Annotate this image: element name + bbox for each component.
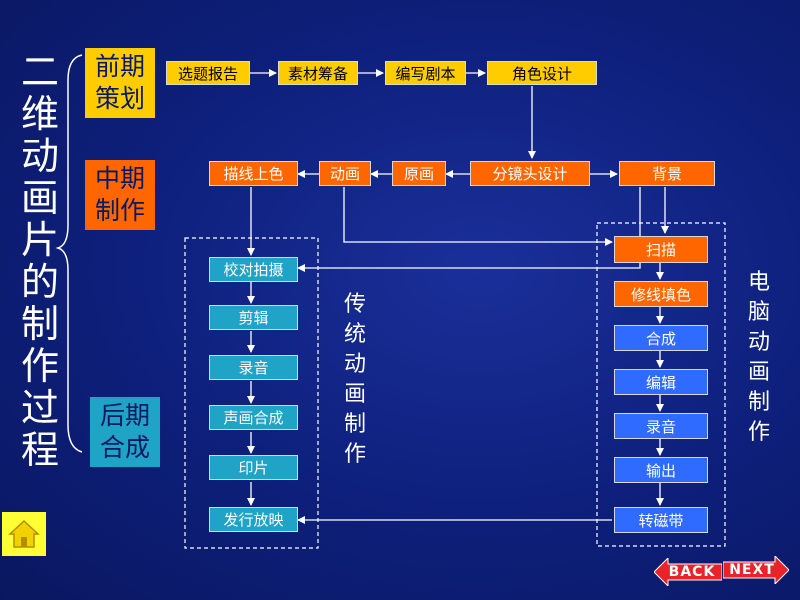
home-icon — [8, 519, 40, 548]
back-label: BACK — [668, 564, 716, 580]
back-arrow-icon — [654, 558, 722, 586]
next-label: NEXT — [729, 562, 775, 578]
computer-label-char: 画 — [747, 360, 770, 385]
computer-label-char: 动 — [747, 330, 770, 355]
phase-post: 后期 合成 — [90, 397, 160, 467]
comp-step-to-tape: 转磁带 — [614, 507, 708, 533]
comp-step-scanning: 扫描 — [614, 236, 708, 263]
phase-post-line2: 合成 — [99, 433, 150, 462]
step-topic-report: 选题报告 — [166, 61, 250, 85]
trad-step-printing: 印片 — [209, 455, 298, 480]
comp-step-editing: 编辑 — [614, 369, 708, 395]
traditional-label-col1: 传 统 动 画 制 作 — [340, 290, 370, 470]
title-char: 二 — [20, 50, 59, 94]
title-char: 作 — [20, 344, 59, 388]
traditional-label-char: 画 — [343, 382, 366, 407]
phase-production-line1: 中期 — [94, 164, 145, 193]
title-brace — [55, 54, 83, 453]
step-animation: 动画 — [319, 161, 371, 186]
title-char: 维 — [20, 92, 59, 136]
step-script-writing: 编写剧本 — [385, 61, 466, 85]
phase-production: 中期 制作 — [85, 160, 155, 230]
comp-step-retouch-fill: 修线填色 — [614, 281, 708, 307]
title-char: 片 — [20, 218, 59, 262]
computer-label-char: 制 — [747, 390, 770, 415]
comp-step-output: 输出 — [614, 457, 708, 483]
computer-group-frame — [596, 222, 726, 547]
phase-production-line2: 制作 — [94, 196, 145, 225]
step-character-design: 角色设计 — [487, 61, 597, 85]
next-arrow-icon — [723, 556, 789, 584]
step-storyboard: 分镜头设计 — [470, 161, 590, 186]
traditional-label-char: 动 — [343, 352, 366, 377]
traditional-group-frame — [184, 237, 319, 549]
phase-post-line1: 后期 — [99, 401, 150, 430]
trad-step-shooting: 校对拍摄 — [209, 257, 298, 282]
title-char: 程 — [20, 428, 59, 472]
next-button[interactable]: NEXT — [723, 556, 789, 584]
trad-step-av-sync: 声画合成 — [209, 405, 298, 430]
computer-label-char: 脑 — [747, 300, 770, 325]
comp-step-recording: 录音 — [614, 413, 708, 439]
home-button[interactable] — [2, 512, 46, 556]
traditional-label-char: 传 — [343, 292, 366, 317]
step-keyframe: 原画 — [392, 161, 446, 186]
step-inking-coloring: 描线上色 — [209, 161, 298, 186]
traditional-label-char: 制 — [343, 412, 366, 437]
title-char: 过 — [20, 386, 59, 430]
phase-planning-line1: 前期 — [94, 52, 145, 81]
computer-label: 电 脑 动 画 制 作 — [744, 268, 774, 448]
trad-step-release: 发行放映 — [209, 507, 298, 532]
back-button[interactable]: BACK — [654, 558, 722, 586]
phase-planning: 前期 策划 — [85, 48, 155, 118]
title-char: 画 — [20, 176, 59, 220]
computer-label-char: 作 — [747, 420, 770, 445]
traditional-label-char: 统 — [343, 322, 366, 347]
title-char: 制 — [20, 302, 59, 346]
traditional-label-char: 作 — [343, 442, 366, 467]
step-material-prep: 素材筹备 — [278, 61, 358, 85]
trad-step-editing: 剪辑 — [209, 305, 298, 330]
trad-step-recording: 录音 — [209, 355, 298, 380]
title-char: 动 — [20, 134, 59, 178]
title-char: 的 — [20, 260, 59, 304]
comp-step-compositing: 合成 — [614, 325, 708, 351]
step-background: 背景 — [619, 161, 715, 186]
computer-label-char: 电 — [747, 270, 770, 295]
phase-planning-line2: 策划 — [94, 84, 145, 113]
